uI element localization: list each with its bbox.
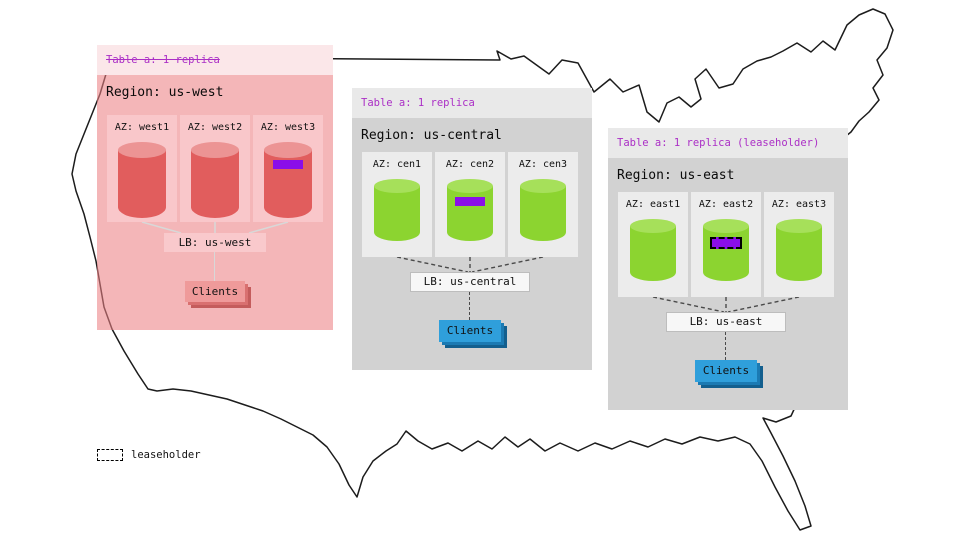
table-replica-band xyxy=(455,197,485,206)
lb-to-clients-connector xyxy=(214,252,215,281)
load-balancer-box: LB: us-east xyxy=(666,312,786,332)
replica-cylinder-icon xyxy=(703,219,749,281)
region-body-us-central: Region: us-central AZ: cen1 AZ: cen2 xyxy=(352,118,592,370)
replica-cylinder-icon xyxy=(374,179,420,241)
az-label: AZ: east3 xyxy=(771,199,827,210)
replica-cylinder-icon xyxy=(264,142,312,218)
cylinder-top xyxy=(520,179,566,193)
az-row: AZ: cen1 AZ: cen2 AZ: cen3 xyxy=(362,152,578,257)
az-box-east2: AZ: east2 xyxy=(691,192,761,297)
cylinder-body xyxy=(776,226,822,281)
table-header-us-east: Table a: 1 replica (leaseholder) xyxy=(608,128,848,158)
lb-to-clients-connector xyxy=(725,332,726,360)
region-panel-us-west: Table a: 1 replica Region: us-west AZ: w… xyxy=(97,45,333,330)
cylinder-body xyxy=(520,186,566,241)
replica-cylinder-icon xyxy=(630,219,676,281)
az-label: AZ: west3 xyxy=(260,122,316,133)
table-label: Table a: 1 replica xyxy=(106,54,220,66)
region-panel-us-central: Table a: 1 replica Region: us-central AZ… xyxy=(352,88,592,370)
cylinder-body xyxy=(118,150,166,218)
az-box-east3: AZ: east3 xyxy=(764,192,834,297)
az-label: AZ: west1 xyxy=(114,122,170,133)
az-label: AZ: east2 xyxy=(698,199,754,210)
table-label: Table a: 1 replica xyxy=(361,97,475,109)
cylinder-body xyxy=(447,186,493,241)
cylinder-top xyxy=(630,219,676,233)
replica-cylinder-icon xyxy=(118,142,166,218)
leaseholder-dashed-swatch-icon xyxy=(97,449,123,461)
cylinder-top xyxy=(118,142,166,158)
legend-label: leaseholder xyxy=(131,449,201,461)
cylinder-top xyxy=(264,142,312,158)
region-title: Region: us-west xyxy=(106,85,224,100)
cylinder-body xyxy=(191,150,239,218)
az-box-cen1: AZ: cen1 xyxy=(362,152,432,257)
az-box-cen3: AZ: cen3 xyxy=(508,152,578,257)
load-balancer-box: LB: us-west xyxy=(164,233,266,252)
cylinder-top xyxy=(776,219,822,233)
az-row: AZ: west1 AZ: west2 AZ: west3 xyxy=(107,115,323,222)
az-box-west1: AZ: west1 xyxy=(107,115,177,222)
table-label: Table a: 1 replica (leaseholder) xyxy=(617,137,820,149)
region-title: Region: us-central xyxy=(361,128,502,143)
region-panel-us-east: Table a: 1 replica (leaseholder) Region:… xyxy=(608,128,848,410)
az-to-lb-connectors xyxy=(141,222,289,233)
lb-to-clients-connector xyxy=(469,292,470,320)
cylinder-body xyxy=(374,186,420,241)
az-box-east1: AZ: east1 xyxy=(618,192,688,297)
az-row: AZ: east1 AZ: east2 AZ: east3 xyxy=(618,192,834,297)
table-header-us-central: Table a: 1 replica xyxy=(352,88,592,118)
az-label: AZ: east1 xyxy=(625,199,681,210)
az-to-lb-connectors xyxy=(652,297,800,312)
replica-cylinder-icon xyxy=(520,179,566,241)
cylinder-body xyxy=(703,226,749,281)
az-label: AZ: cen2 xyxy=(445,159,495,170)
cylinder-top xyxy=(447,179,493,193)
az-label: AZ: cen1 xyxy=(372,159,422,170)
az-box-cen2: AZ: cen2 xyxy=(435,152,505,257)
region-body-us-west: Region: us-west AZ: west1 AZ: west2 xyxy=(97,75,333,330)
cylinder-top xyxy=(191,142,239,158)
cylinder-top xyxy=(703,219,749,233)
az-label: AZ: cen3 xyxy=(518,159,568,170)
region-body-us-east: Region: us-east AZ: east1 AZ: east2 xyxy=(608,158,848,410)
az-label: AZ: west2 xyxy=(187,122,243,133)
az-to-lb-connectors xyxy=(396,257,544,272)
cylinder-body xyxy=(630,226,676,281)
replica-cylinder-icon xyxy=(776,219,822,281)
cylinder-top xyxy=(374,179,420,193)
load-balancer-box: LB: us-central xyxy=(410,272,530,292)
legend: leaseholder xyxy=(97,449,201,461)
clients-box: Clients xyxy=(695,360,757,382)
clients-box: Clients xyxy=(185,281,245,302)
region-title: Region: us-east xyxy=(617,168,735,183)
az-box-west3: AZ: west3 xyxy=(253,115,323,222)
replica-cylinder-icon xyxy=(191,142,239,218)
table-header-us-west: Table a: 1 replica xyxy=(97,45,333,75)
replica-cylinder-icon xyxy=(447,179,493,241)
az-box-west2: AZ: west2 xyxy=(180,115,250,222)
table-replica-band xyxy=(273,160,303,169)
leaseholder-band xyxy=(710,237,742,249)
clients-box: Clients xyxy=(439,320,501,342)
